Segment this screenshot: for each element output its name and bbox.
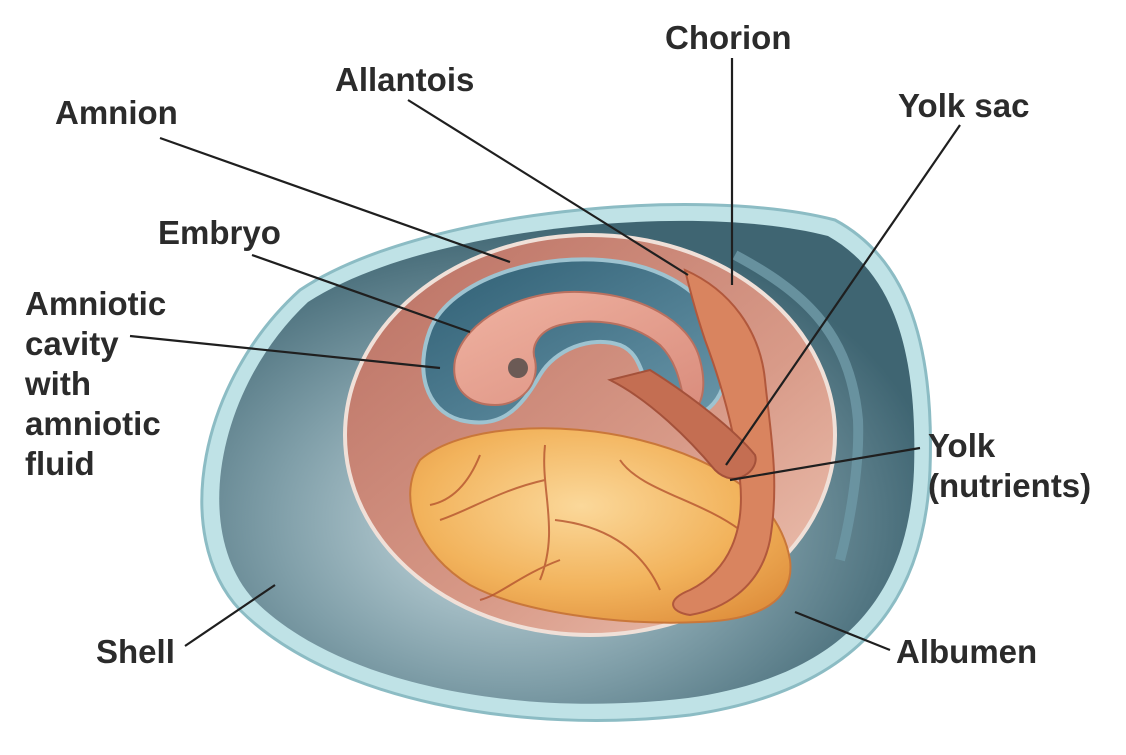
yolk-vessels xyxy=(429,444,741,601)
label-shell: Shell xyxy=(96,633,175,670)
label-albumen: Albumen xyxy=(896,633,1038,670)
leader-embryo xyxy=(251,253,471,334)
leader-shell xyxy=(184,584,276,647)
leader-amniotic xyxy=(129,334,441,370)
leader-yolk-sac xyxy=(725,124,961,466)
leader-yolk xyxy=(729,446,921,482)
embryo xyxy=(453,290,705,414)
label-embryo: Embryo xyxy=(158,214,281,251)
label-chorion: Chorion xyxy=(665,19,792,56)
yolk-stalk xyxy=(607,368,757,480)
label-allantois: Allantois xyxy=(335,61,475,98)
label-amniotic-cavity-line-4: amniotic xyxy=(25,405,161,442)
embryo-eye xyxy=(508,358,528,378)
chorion-strip xyxy=(732,250,864,562)
leader-lines xyxy=(129,58,961,652)
label-amnion: Amnion xyxy=(55,94,178,131)
leader-amnion xyxy=(159,136,511,264)
leader-allantois xyxy=(407,99,689,276)
label-amniotic-cavity-line-3: with xyxy=(25,365,91,402)
label-amniotic-cavity-line-2: cavity xyxy=(25,325,119,362)
allantois xyxy=(672,268,776,617)
label-amniotic-cavity-line-1: Amniotic xyxy=(25,285,167,322)
label-yolk-line-2: (nutrients) xyxy=(928,467,1092,504)
yolk xyxy=(409,427,792,624)
label-amniotic-cavity-line-5: fluid xyxy=(25,445,95,482)
leader-albumen xyxy=(794,610,891,652)
label-amniotic-cavity: Amniotic cavity with amniotic fluid xyxy=(25,284,166,484)
label-yolk-line-1: Yolk xyxy=(928,427,996,464)
label-yolk-sac: Yolk sac xyxy=(898,87,1030,124)
label-yolk: Yolk (nutrients) xyxy=(928,426,1091,506)
